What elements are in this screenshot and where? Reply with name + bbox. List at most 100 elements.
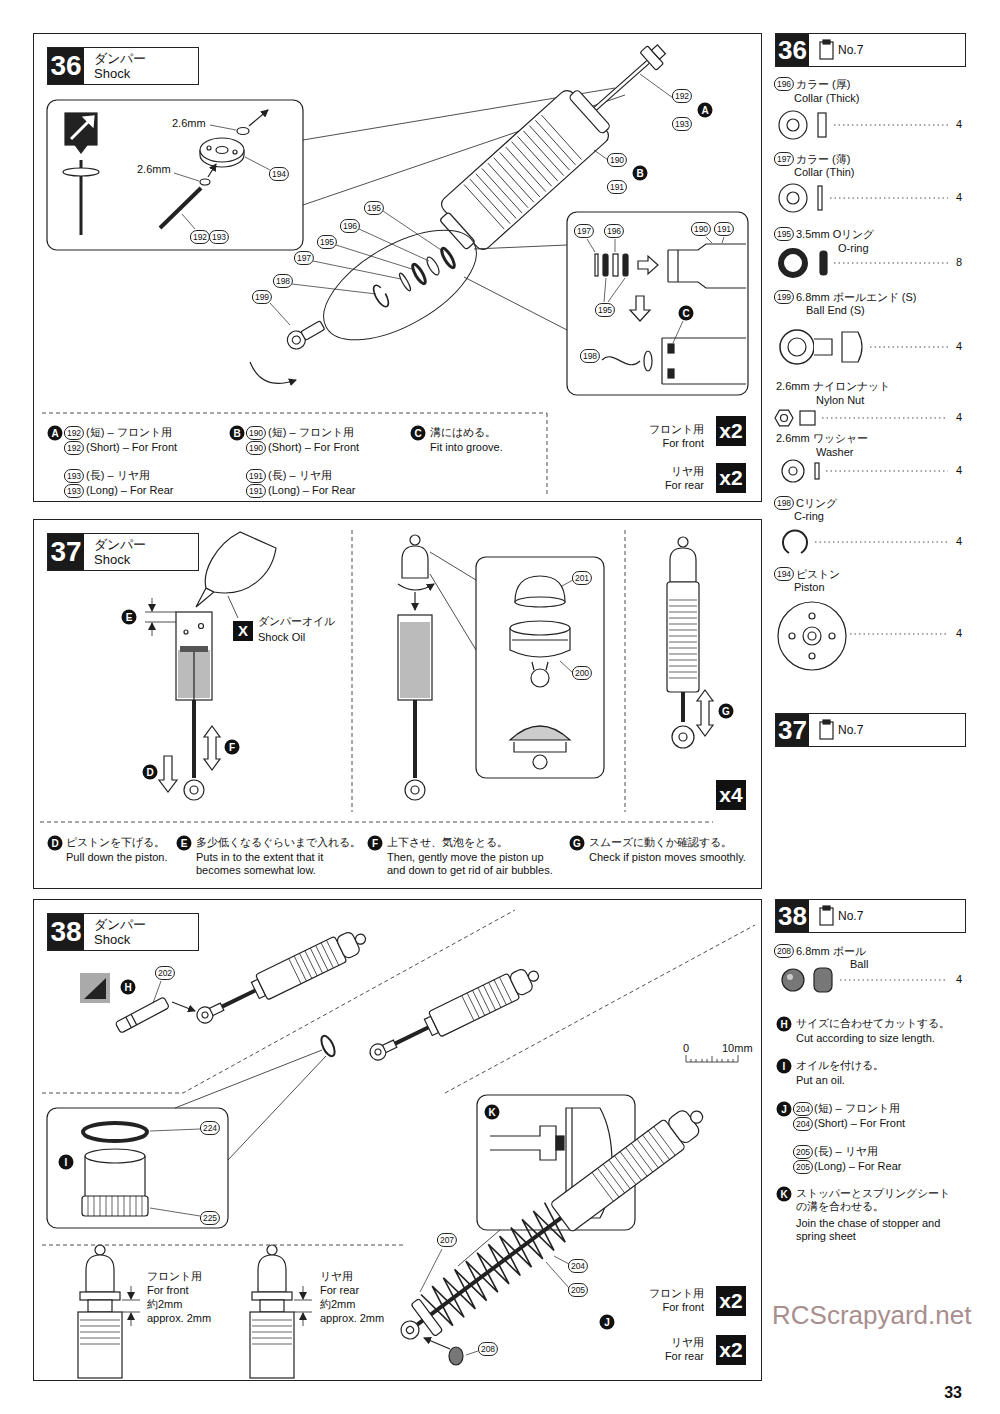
detail-inset-36a-part <box>71 122 88 139</box>
detail-inset-36a-part <box>233 150 237 154</box>
note-text: 3.5mm Oリング <box>796 228 874 241</box>
callout-number: 197 <box>294 251 314 265</box>
detail-inset-36b-part <box>668 369 674 378</box>
callout-number: 192 <box>64 441 84 455</box>
height-setting-38-part <box>86 1255 114 1292</box>
note-text: (Long) – For Rear <box>86 484 173 497</box>
part-icons-part <box>800 411 815 425</box>
callout-number: 199 <box>252 290 272 304</box>
shock-exploded-36-part <box>431 83 616 259</box>
step-letter: C <box>679 306 694 321</box>
note-text: Join the chase of stopper and spring she… <box>796 1217 964 1243</box>
shock-assembly-38-part-part <box>354 932 367 945</box>
detail-inset-36a-part <box>47 100 303 250</box>
step-title: ダンパー Shock <box>94 537 166 567</box>
note-text: Then, gently move the piston up and down… <box>387 851 562 877</box>
part-icons-part <box>783 531 807 553</box>
note-text: Ball End (S) <box>806 304 865 317</box>
note-text: カラー (厚) <box>796 78 850 91</box>
note-text: For rear <box>665 1350 704 1363</box>
cap-fit-37-part <box>430 574 476 650</box>
parts-header: 37No.7 <box>775 713 966 747</box>
detail-inset-36a-part <box>237 128 249 135</box>
shock-assembly-38-part-part <box>527 969 540 982</box>
callout-number: 201 <box>572 571 592 585</box>
cap-fit-37-part <box>402 546 428 578</box>
callout-number: 204 <box>793 1117 813 1131</box>
oil-fill-37-part <box>190 786 198 794</box>
callout-number: 194 <box>774 567 794 581</box>
oil-fill-37-part <box>152 598 153 611</box>
note-text: フロント用 <box>649 1287 704 1300</box>
note-text: ストッパーとスプリングシート の溝を合わせる。 <box>796 1187 964 1213</box>
cap-fit-37-part <box>414 592 415 610</box>
note-text: 4 <box>956 411 962 424</box>
note-text: 4 <box>956 464 962 477</box>
shock-check-37-part <box>679 733 687 741</box>
oil-fill-37 <box>145 532 276 800</box>
height-setting-38-part <box>303 1313 304 1326</box>
shock-exploded-36-part-part <box>440 212 476 250</box>
callout-number: 196 <box>774 77 794 91</box>
note-text: (Long) – For Rear <box>268 484 355 497</box>
step-header: 36ダンパー Shock <box>47 47 199 85</box>
note-text: Ball <box>850 958 868 971</box>
detail-inset-36a-part <box>174 173 199 181</box>
part-icons-part <box>829 633 835 639</box>
note-text: For front <box>662 437 704 450</box>
detail-inset-36b-part <box>638 256 658 274</box>
illustration <box>40 40 948 1378</box>
note-text: C-ring <box>794 510 824 523</box>
detail-inset-36a-part <box>245 157 270 170</box>
step-letter: C <box>411 426 426 441</box>
note-text: 約2mm <box>320 1298 355 1311</box>
cap-fit-37-part <box>531 669 549 687</box>
shock-assembly-38-part-part <box>201 1011 209 1019</box>
oil-fill-37-part <box>199 624 204 629</box>
part-icons-part <box>803 627 821 645</box>
shock-exploded-36-part <box>464 277 567 330</box>
shock-exploded-36-part <box>270 211 444 325</box>
height-setting-38-part <box>267 1245 277 1255</box>
part-icons-part <box>782 460 804 482</box>
callout-number: 204 <box>568 1259 588 1273</box>
step-number: 38 <box>48 914 84 950</box>
note-text: 4 <box>956 973 962 986</box>
shock-assembly-38-part-part <box>395 1027 430 1044</box>
quantity-badge: x2 <box>716 416 746 446</box>
detail-inset-36a-part <box>182 214 195 229</box>
cap-fit-37-part <box>560 580 573 673</box>
note-text: 2.6mm ワッシャー <box>776 432 868 445</box>
note-text: For front <box>147 1284 189 1297</box>
cap-fit-37-part <box>430 552 476 580</box>
callout-number: 199 <box>774 290 794 304</box>
note-text: フロント用 <box>649 423 704 436</box>
height-setting-38-part <box>250 1312 294 1378</box>
detail-inset-36b-part <box>630 296 650 321</box>
callout-number: 207 <box>437 1233 457 1247</box>
shock-assembly-38-part <box>175 1050 322 1108</box>
callout-number: 193 <box>64 484 84 498</box>
step-number: 37 <box>48 534 84 570</box>
shock-exploded-36-part <box>439 247 456 270</box>
detail-inset-36a-part <box>200 138 244 162</box>
callout-number: 202 <box>155 966 175 980</box>
part-icons-part <box>781 415 788 422</box>
shock-assembly-38-part <box>365 961 544 1068</box>
detail-inset-36b-part <box>668 244 746 288</box>
note-text: (長) – リヤ用 <box>86 469 150 482</box>
cap-fit-37-part <box>398 584 434 590</box>
cap-fit-37-part <box>413 700 417 778</box>
detail-inset-36b-part <box>668 344 674 353</box>
height-setting-38 <box>78 1245 312 1378</box>
detail-inset-36a-part <box>208 164 216 177</box>
note-text: 4 <box>956 627 962 640</box>
part-icons-part <box>808 632 816 640</box>
callout-number: 196 <box>340 219 360 233</box>
note-text: 6.8mm ボールエンド (S) <box>796 291 916 304</box>
part-icons-part <box>823 40 830 44</box>
detail-inset-36a-part <box>207 146 211 150</box>
shock-exploded-36-part <box>425 255 442 276</box>
part-icons-part <box>815 125 948 980</box>
